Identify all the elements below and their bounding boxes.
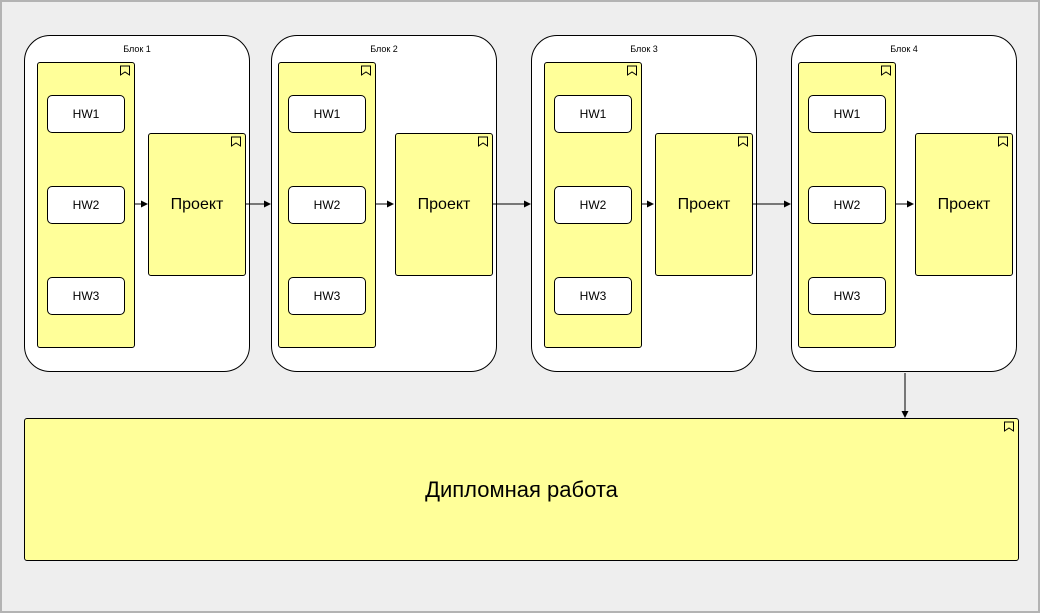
project-label: Проект <box>677 195 731 213</box>
bookmark-icon <box>478 136 488 147</box>
homework-box[interactable]: HW3 <box>808 277 886 315</box>
homework-box[interactable]: HW3 <box>288 277 366 315</box>
homework-box[interactable]: HW1 <box>808 95 886 133</box>
block-title: Блок 1 <box>123 44 151 54</box>
homework-box[interactable]: HW3 <box>554 277 632 315</box>
homework-group[interactable]: HW1 HW2 HW3 <box>544 62 642 348</box>
block-1[interactable]: Блок 1 HW1 HW2 HW3 Проект <box>24 35 250 372</box>
project-box[interactable]: Проект <box>395 133 493 276</box>
project-label: Проект <box>937 195 991 213</box>
homework-box[interactable]: HW2 <box>288 186 366 224</box>
bookmark-icon <box>998 136 1008 147</box>
project-box[interactable]: Проект <box>148 133 246 276</box>
diploma-label: Дипломная работа <box>425 476 618 502</box>
project-box[interactable]: Проект <box>655 133 753 276</box>
homework-group[interactable]: HW1 HW2 HW3 <box>37 62 135 348</box>
bookmark-icon <box>627 65 637 76</box>
bookmark-icon <box>361 65 371 76</box>
bookmark-icon <box>881 65 891 76</box>
project-label: Проект <box>417 195 471 213</box>
diploma-box[interactable]: Дипломная работа <box>24 418 1019 561</box>
project-label: Проект <box>170 195 224 213</box>
homework-group[interactable]: HW1 HW2 HW3 <box>278 62 376 348</box>
homework-box[interactable]: HW2 <box>554 186 632 224</box>
homework-box[interactable]: HW1 <box>554 95 632 133</box>
homework-box[interactable]: HW1 <box>47 95 125 133</box>
block-title: Блок 3 <box>630 44 658 54</box>
bookmark-icon <box>120 65 130 76</box>
block-title: Блок 4 <box>890 44 918 54</box>
homework-group[interactable]: HW1 HW2 HW3 <box>798 62 896 348</box>
homework-box[interactable]: HW2 <box>47 186 125 224</box>
project-box[interactable]: Проект <box>915 133 1013 276</box>
bookmark-icon <box>231 136 241 147</box>
bookmark-icon <box>1004 421 1014 432</box>
block-title: Блок 2 <box>370 44 398 54</box>
homework-box[interactable]: HW2 <box>808 186 886 224</box>
homework-box[interactable]: HW1 <box>288 95 366 133</box>
homework-box[interactable]: HW3 <box>47 277 125 315</box>
bookmark-icon <box>738 136 748 147</box>
